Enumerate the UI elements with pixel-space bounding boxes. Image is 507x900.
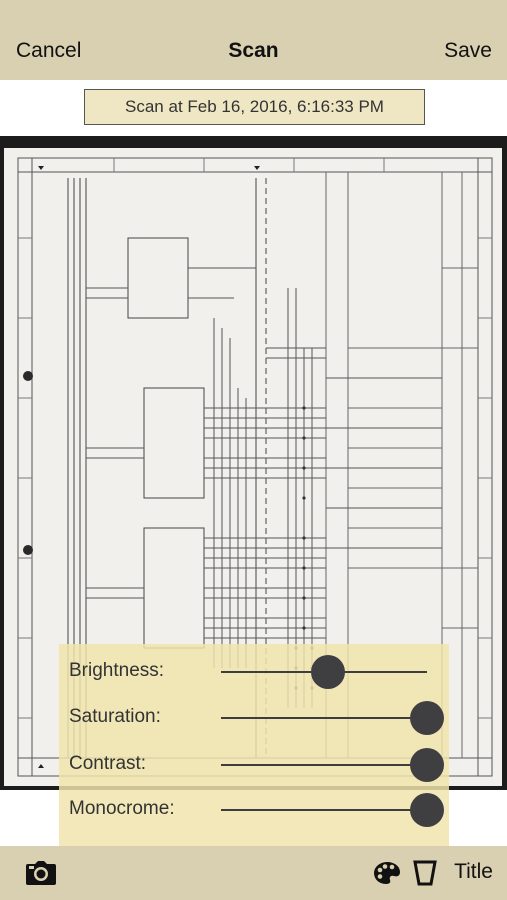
navigation-bar: Cancel Scan Save <box>0 0 507 80</box>
saturation-slider-thumb[interactable] <box>410 701 444 735</box>
saturation-label: Saturation: <box>69 706 161 727</box>
scan-name-field[interactable]: Scan at Feb 16, 2016, 6:16:33 PM <box>84 89 425 125</box>
contrast-slider-track[interactable] <box>221 764 427 766</box>
bottom-toolbar: Title <box>0 846 507 900</box>
page-title: Scan <box>228 39 279 62</box>
cancel-button[interactable]: Cancel <box>16 39 82 62</box>
image-adjustment-panel: Brightness: Saturation: Contrast: Monocr… <box>59 644 449 846</box>
crop-icon[interactable] <box>413 860 437 891</box>
contrast-label: Contrast: <box>69 753 147 774</box>
title-button[interactable]: Title <box>454 860 493 883</box>
contrast-slider-thumb[interactable] <box>410 748 444 782</box>
brightness-label: Brightness: <box>69 660 165 681</box>
camera-icon[interactable] <box>25 860 57 891</box>
brightness-slider-thumb[interactable] <box>311 655 346 689</box>
monochrome-slider-thumb[interactable] <box>410 793 444 827</box>
monochrome-label: Monocrome: <box>69 798 175 819</box>
monochrome-slider-track[interactable] <box>221 809 427 811</box>
save-button[interactable]: Save <box>444 39 492 62</box>
palette-icon[interactable] <box>373 861 401 890</box>
saturation-slider-track[interactable] <box>221 717 427 719</box>
